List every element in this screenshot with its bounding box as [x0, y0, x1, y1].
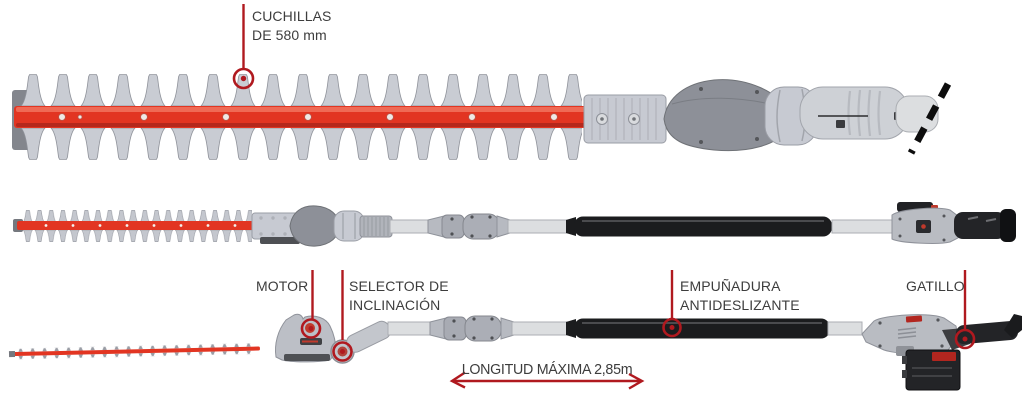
callout-grip-label: EMPUÑADURA ANTIDESLIZANTE — [680, 277, 800, 315]
marker-trigger — [954, 270, 976, 350]
marker-grip — [662, 270, 682, 338]
brand-label — [905, 315, 923, 323]
handle-rear-hook — [1004, 314, 1022, 338]
pole-segment — [511, 321, 569, 336]
handle-grip — [955, 321, 1019, 345]
gearbox-plate — [583, 94, 667, 144]
max-length-label: LONGITUD MÁXIMA 2,85m — [461, 361, 633, 378]
dimension-arrow — [449, 371, 645, 390]
pole-segment — [389, 219, 431, 234]
full-trimmer-straight-view — [13, 202, 1016, 247]
blade-bar — [14, 106, 590, 128]
pole-segment — [827, 321, 863, 336]
rear-handle-tilted — [861, 314, 1022, 391]
grip-tube — [566, 318, 830, 339]
cut-off-dashed-line — [907, 82, 952, 155]
callout-motor-label: MOTOR — [256, 277, 308, 296]
pole-segment — [831, 219, 895, 234]
blade-edge-on — [8, 343, 260, 360]
rear-housing-detail — [799, 86, 939, 140]
telescopic-coupling — [429, 315, 515, 342]
blade-teeth-upper — [22, 210, 252, 222]
callout-blades-label: CUCHILLAS DE 580 mm — [252, 7, 331, 45]
power-button — [921, 224, 926, 229]
marker-blades — [232, 4, 255, 90]
marker-tilt-selector — [332, 270, 353, 362]
blade-teeth-upper — [20, 74, 582, 106]
blade-head-detail-view — [12, 74, 952, 160]
blade-rivets — [44, 224, 237, 227]
articulation-joint — [333, 210, 365, 242]
ribbed-collar — [359, 215, 393, 238]
handle-end-cap — [1000, 209, 1016, 242]
grip-tube — [566, 216, 832, 237]
annotations — [232, 4, 976, 390]
motor-label: MOTOR — [256, 278, 309, 294]
blades-label-line1: CUCHILLAS — [252, 8, 332, 24]
tilt-selector-label-line2: INCLINACIÓN — [349, 297, 441, 313]
marker-motor — [300, 270, 322, 339]
battery-pack — [902, 349, 961, 391]
pole-segment — [507, 219, 569, 234]
blade-bar — [17, 221, 257, 230]
blade-teeth-lower — [20, 128, 582, 160]
trigger-label: GATILLO — [906, 278, 965, 294]
callout-tilt-selector-label: SELECTOR DE INCLINACIÓN — [349, 277, 449, 315]
rear-handle — [891, 202, 1016, 244]
blade-rivets — [58, 113, 558, 121]
grip-label-line2: ANTIDESLIZANTE — [680, 297, 800, 313]
grip-label-line1: EMPUÑADURA — [680, 278, 781, 294]
shaft-stub — [895, 95, 939, 133]
telescopic-coupling — [427, 213, 511, 240]
callout-max-length-label: LONGITUD MÁXIMA 2,85m — [452, 360, 642, 379]
blade-teeth-lower — [22, 230, 252, 242]
handle-grip — [954, 212, 1006, 239]
tilt-selector-label-line1: SELECTOR DE — [349, 278, 449, 294]
blades-label-line2: DE 580 mm — [252, 27, 327, 43]
callout-trigger-label: GATILLO — [906, 277, 965, 296]
motor-housing — [289, 205, 341, 247]
pole-segment — [387, 321, 433, 336]
full-trimmer-tilted-view — [8, 313, 1022, 391]
